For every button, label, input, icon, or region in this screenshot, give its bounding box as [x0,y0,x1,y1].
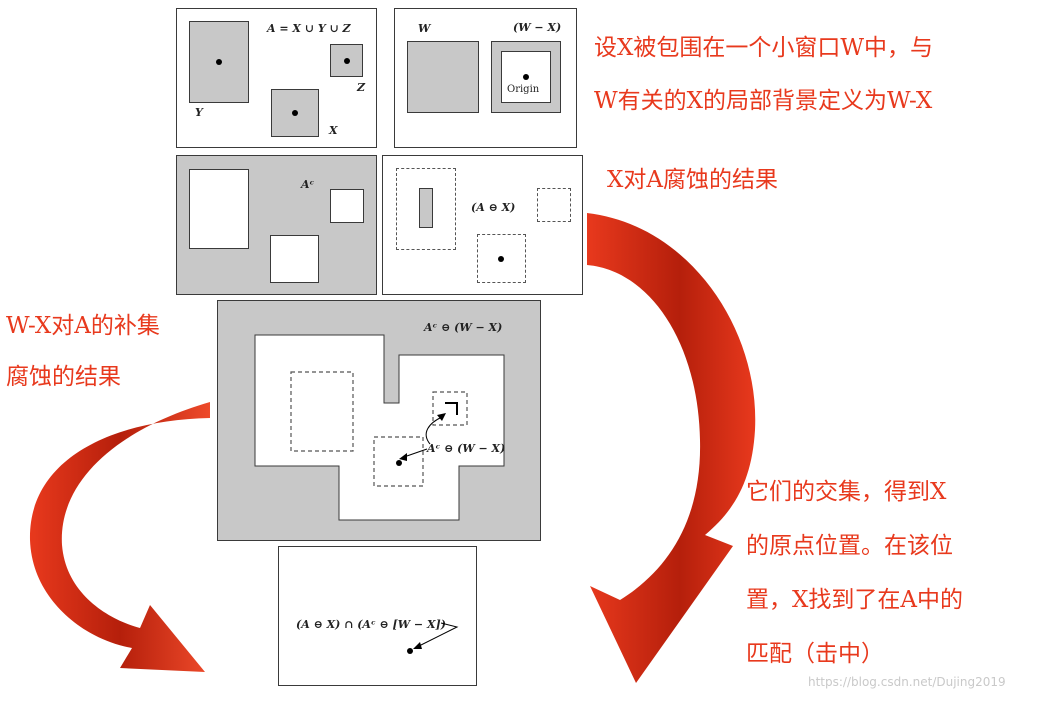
panel-complement-erosion: Aᶜ ⊖ (W − X) Aᶜ ⊖ (W − X) [217,300,541,541]
erosion-y [419,188,433,228]
panel-intersection: (A ⊖ X) ∩ (Aᶜ ⊖ [W − X]) [278,546,477,686]
label-w: W [418,22,431,35]
left-curved-arrow [29,402,211,672]
eroded-region-shape [254,334,505,521]
hole-y [189,169,249,249]
middle-inner-label: Aᶜ ⊖ (W − X) [427,442,506,455]
label-ac: Aᶜ [301,178,315,191]
note-top-right-2: W有关的X的局部背景定义为W-X [594,88,933,114]
set-y-origin [216,59,222,65]
label-z: Z [357,81,366,94]
note-left-2: 腐蚀的结果 [6,364,121,390]
right-curved-arrow [587,213,756,683]
label-origin: Origin [507,84,540,95]
note-right-1: 它们的交集，得到X [746,479,947,505]
set-x-origin [292,110,298,116]
note-top-right-1: 设X被包围在一个小窗口W中，与 [594,35,934,61]
panel-complement: Aᶜ [176,155,377,295]
panel-window: W Origin (W − X) [394,8,577,148]
panel-erosion: (A ⊖ X) [382,155,583,295]
label-x: X [329,124,338,137]
note-right-2: 的原点位置。在该位 [746,533,953,559]
panel-set-a: A = X ∪ Y ∪ Z Y Z X [176,8,377,148]
label-erosion: (A ⊖ X) [471,201,516,214]
equation-label: A = X ∪ Y ∪ Z [267,22,351,35]
dashed-x [477,234,526,283]
label-y: Y [195,106,203,119]
note-left-1: W-X对A的补集 [6,313,160,339]
hole-z [330,189,364,223]
note-right-4: 匹配（击中） [746,641,884,667]
note-right-3: 置，X找到了在A中的 [746,587,963,613]
watermark: https://blog.csdn.net/Dujing2019 [808,675,1006,689]
set-z-origin [344,58,350,64]
middle-title: Aᶜ ⊖ (W − X) [424,321,503,334]
erosion-x-point [498,256,504,262]
dashed-y [396,168,456,250]
label-w-minus-x: (W − X) [513,21,562,34]
window-w [407,41,479,113]
intersection-arrow [407,622,459,654]
dashed-z [537,188,571,222]
hole-x [270,235,319,283]
origin-dot [523,74,529,80]
intersection-label: (A ⊖ X) ∩ (Aᶜ ⊖ [W − X]) [296,618,446,631]
note-erosion: X对A腐蚀的结果 [607,167,778,193]
set-z [330,44,363,77]
